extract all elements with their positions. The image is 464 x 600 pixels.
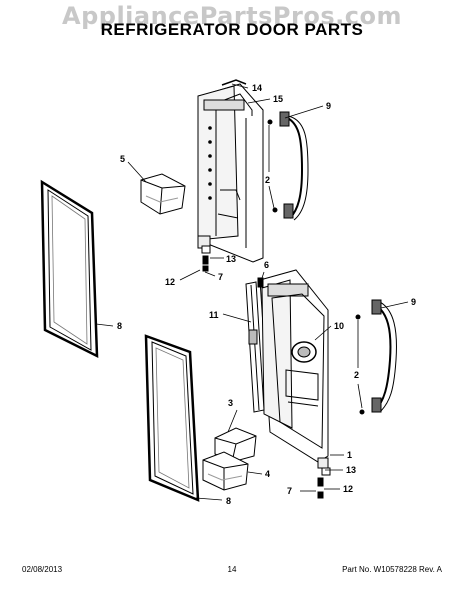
door-bin-4 (202, 451, 249, 491)
callout-12-top: 12 (165, 277, 175, 287)
callout-12-bottom: 12 (343, 484, 353, 494)
callout-2-top: 2 (265, 175, 270, 185)
callout-10: 10 (334, 321, 344, 331)
page-title: REFRIGERATOR DOOR PARTS (100, 20, 364, 39)
callout-11: 11 (209, 310, 219, 320)
callout-6: 6 (264, 260, 269, 270)
callout-8-top: 8 (117, 321, 122, 331)
door-gasket-upper (40, 179, 99, 359)
callout-15: 15 (273, 94, 283, 104)
callout-13-bottom: 13 (346, 465, 356, 475)
handle-screw (267, 119, 273, 125)
upper-hinge-hardware (201, 245, 211, 272)
footer-date: 02/08/2013 (22, 565, 63, 574)
footer-page-number: 14 (227, 565, 237, 574)
callout-7-top: 7 (218, 272, 223, 282)
callout-9-top: 9 (326, 101, 331, 111)
callout-5: 5 (120, 154, 125, 164)
callout-14-top: 14 (252, 83, 262, 93)
footer-part-number: Part No. W10578228 Rev. A (342, 565, 442, 574)
door-trim-strip (245, 281, 265, 413)
callout-7-bottom: 7 (287, 486, 292, 496)
callout-3: 3 (228, 398, 233, 408)
watermark: AppliancePartsPros.com (62, 2, 402, 30)
upper-door-liner (197, 83, 264, 263)
callout-labels: 14 15 9 5 2 13 12 7 6 11 8 10 9 2 3 1 4 … (117, 83, 416, 506)
callout-2-bottom: 2 (354, 370, 359, 380)
lower-door-handle (371, 299, 397, 413)
callout-13-top: 13 (226, 254, 236, 264)
handle-screw (359, 409, 365, 415)
lower-hinge-hardware (317, 467, 331, 499)
dispenser-screw (257, 277, 264, 288)
door-bin-upper (140, 173, 186, 215)
upper-door-handle (279, 111, 309, 221)
handle-screw (355, 314, 361, 320)
callout-4: 4 (265, 469, 270, 479)
callout-8-bottom: 8 (226, 496, 231, 506)
callout-1: 1 (347, 450, 352, 460)
leader-lines (95, 83, 409, 501)
lower-door-liner (259, 269, 329, 469)
handle-screw (272, 207, 278, 213)
top-hinge-cap (221, 79, 247, 86)
callout-9-bottom: 9 (411, 297, 416, 307)
door-gasket-lower (144, 334, 200, 502)
